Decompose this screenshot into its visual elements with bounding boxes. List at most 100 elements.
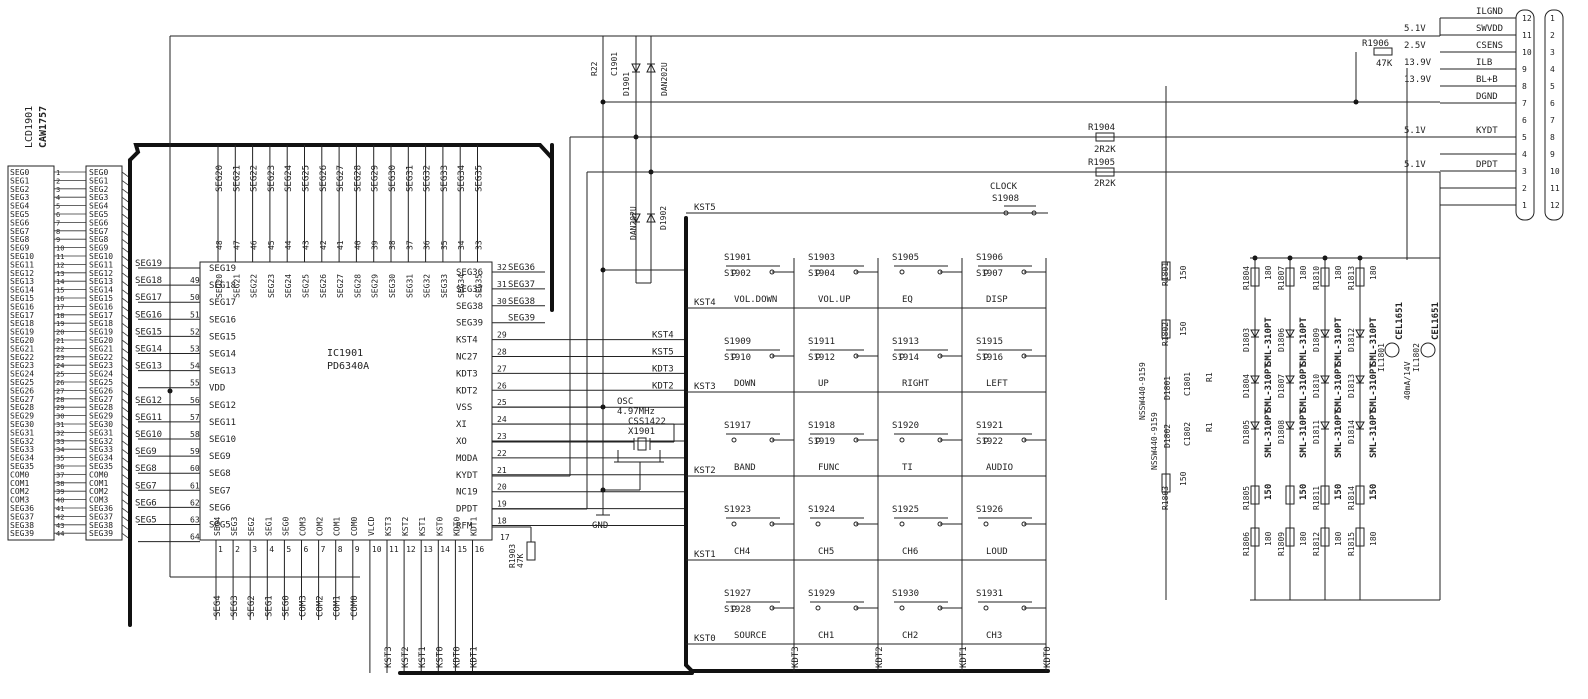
ic-right-net-label: KDT2: [652, 381, 674, 391]
switch-ref: S1925: [892, 505, 919, 515]
led-top-resistor-ref: R1810: [1312, 266, 1321, 290]
lcd-pin-label: SEG24: [10, 370, 34, 379]
r1-label-a: R1: [1205, 372, 1214, 382]
ic-bottom-net-label: COM1: [333, 595, 343, 617]
ic-left-net-label: SEG12: [135, 396, 162, 406]
switch-label: CH5: [818, 547, 834, 557]
lamp2-part: CEL1651: [1431, 302, 1441, 340]
ic-bottom-pin-number: 13: [423, 545, 433, 554]
lcd-conn-label: SEG9: [89, 244, 108, 253]
switch-contact: [983, 437, 989, 443]
switch-ref-secondary: S1912: [808, 353, 835, 363]
lcd-pin-label: COM2: [10, 487, 29, 496]
ic-top-pins: SEG2048SEG20SEG2147SEG21SEG2246SEG22SEG2…: [215, 145, 485, 298]
ic-bottom-pin-number: 7: [321, 545, 326, 554]
led-bottom-resistor-ref: R1815: [1347, 532, 1356, 556]
ic-top-pin-name: SEG23: [267, 274, 276, 298]
switch-ref: S1906: [976, 253, 1003, 263]
connector-pin-b: 7: [1550, 116, 1555, 125]
switch-ref: S1926: [976, 505, 1003, 515]
led-diode-icon: [1320, 421, 1330, 431]
ic-left-pin-name: SEG19: [209, 264, 236, 274]
lcd-pin-label: SEG38: [10, 521, 34, 530]
ic-top-net-label: SEG30: [388, 165, 398, 192]
r1905-ref: R1905: [1088, 158, 1115, 168]
ic-ref: IC1901: [327, 348, 363, 359]
ic-bottom-bus-label: KST1: [418, 646, 428, 668]
lcd-pin-number: 35: [56, 455, 64, 463]
ic-right-net-label: KST5: [652, 348, 674, 358]
switch-label: UP: [818, 379, 829, 389]
lcd-pin-label: SEG16: [10, 302, 34, 311]
connector-signal-voltage: 13.9V: [1404, 58, 1432, 68]
ic-left-pin-name: VDD: [209, 384, 225, 394]
lcd-pin-number: 20: [56, 329, 64, 337]
ic-left-net-label: SEG14: [135, 345, 162, 355]
lcd-conn-label: COM3: [89, 496, 108, 505]
ic-left-pin-number: 49: [190, 276, 200, 285]
lcd-pin-label: SEG27: [10, 395, 34, 404]
connector-pin-b: 5: [1550, 82, 1555, 91]
lcd-pin-number: 9: [56, 236, 60, 244]
led-part: SML-310PT: [1299, 317, 1309, 366]
clock-ref: S1908: [992, 194, 1019, 204]
ic-top-pin-number: 46: [250, 240, 259, 250]
ic-top-net-label: SEG27: [336, 165, 346, 192]
switch-ref-secondary: S1902: [724, 269, 751, 279]
dan-bottom-label: DAN202U: [629, 206, 638, 240]
ic-right-pin-name: KDT2: [456, 386, 478, 396]
lcd-pin-number: 8: [56, 228, 60, 236]
ic-right-pin-name: VSS: [456, 403, 472, 413]
ic-top-pin-number: 38: [388, 240, 397, 250]
lcd-conn-label: SEG1: [89, 176, 108, 185]
ic-left-net-label: SEG13: [135, 362, 162, 372]
ic-top-net-label: SEG28: [353, 165, 363, 192]
ic-top-net-label: SEG25: [302, 165, 312, 192]
r1801-value: 150: [1179, 265, 1188, 280]
ic-right-pin-number: 21: [497, 466, 507, 475]
lcd-pin-number: 36: [56, 463, 64, 471]
ic-left-pin-number: 62: [190, 498, 200, 507]
switch-label: CH3: [986, 631, 1002, 641]
ic-top-net-label: SEG35: [475, 165, 485, 192]
lcd-conn-label: SEG36: [89, 504, 113, 513]
connector-pin-a: 7: [1522, 99, 1527, 108]
connector-signal-name: CSENS: [1476, 41, 1503, 51]
switch-ref: S1930: [892, 589, 919, 599]
ic-top-pin-number: 44: [284, 240, 293, 250]
connector-pin-b: 2: [1550, 31, 1555, 40]
ic-bottom-pin-name: COM2: [316, 517, 325, 536]
lcd-pin-label: COM0: [10, 470, 29, 479]
led-top-resistor: [1355, 267, 1365, 287]
connector-signal-name: ILGND: [1476, 7, 1503, 17]
ic-right-net-label: SEG36: [508, 263, 535, 273]
lcd-conn-label: SEG22: [89, 353, 113, 362]
ic-left-net-label: SEG5: [135, 516, 157, 526]
switch-ref-secondary: S1910: [724, 353, 751, 363]
switch-contact: [731, 437, 737, 443]
led-diode-ref: D1804: [1242, 374, 1251, 398]
ic-right-pin-name: SEG39: [456, 319, 483, 329]
switch-ref-secondary: S1914: [892, 353, 919, 363]
connector-pin-a: 4: [1522, 150, 1527, 159]
ic-right-net-label: SEG38: [508, 297, 535, 307]
lcd-pin-label: SEG15: [10, 294, 34, 303]
ic-bottom-pin-number: 14: [440, 545, 450, 554]
connector-pin-a: 12: [1522, 14, 1532, 23]
led-diode-icon: [1285, 375, 1295, 385]
osc-label: OSC: [617, 397, 633, 407]
backlight: R1801 150 R1802 150 R1803 150 D1801 D180…: [1138, 255, 1441, 601]
switch-ref: S1920: [892, 421, 919, 431]
ic-left-pin-name: SEG13: [209, 367, 236, 377]
switch-contact: [731, 353, 737, 359]
ic-bottom-bus-label: KST2: [401, 646, 411, 668]
connector-pin-b: 1: [1550, 14, 1555, 23]
lcd-pin-label: SEG5: [10, 210, 29, 219]
key-bus-frame: [398, 216, 1050, 675]
r1-label-b: R1: [1205, 422, 1214, 432]
ic-right-pin-name: NC19: [456, 488, 478, 498]
lcd-conn-label: SEG27: [89, 395, 113, 404]
ic-left-pin-number: 59: [190, 447, 200, 456]
